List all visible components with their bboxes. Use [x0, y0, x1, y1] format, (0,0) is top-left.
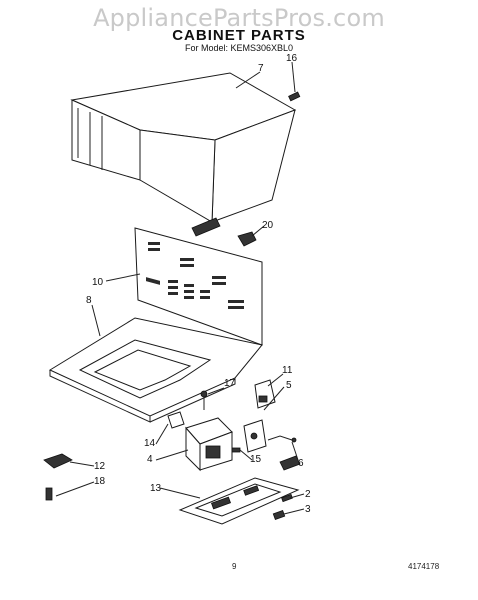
callout-10: 10: [92, 277, 104, 288]
callout-4: 4: [147, 454, 153, 465]
clip-part-2[interactable]: [281, 493, 293, 503]
switch-part-11[interactable]: [254, 379, 276, 409]
callout-11: 11: [282, 365, 293, 376]
cabinet-wrapper-part[interactable]: [70, 72, 297, 237]
clip-part-20[interactable]: [237, 231, 257, 247]
screw-part-17[interactable]: [200, 390, 208, 410]
clip-part-3[interactable]: [272, 509, 286, 521]
watermark: AppliancePartsPros.com: [93, 4, 385, 32]
transformer-part-4[interactable]: [185, 417, 233, 472]
screw-part-16[interactable]: [288, 91, 301, 102]
callout-20: 20: [262, 220, 274, 231]
bracket-part-15[interactable]: [231, 447, 241, 453]
base-tray-part-13[interactable]: [178, 455, 301, 525]
screw-part-18[interactable]: [45, 487, 53, 501]
callout-3: 3: [305, 504, 311, 515]
callout-14: 14: [144, 438, 156, 449]
callout-13: 13: [150, 483, 162, 494]
interlock-part-5[interactable]: [243, 419, 267, 453]
capacitor-part-14[interactable]: [167, 411, 185, 429]
callout-5: 5: [286, 380, 292, 391]
callout-8: 8: [86, 295, 92, 306]
back-panel-vents: [148, 242, 244, 309]
callout-12: 12: [94, 461, 106, 472]
base-plate-part[interactable]: [48, 317, 263, 423]
leader-lines: [55, 61, 305, 515]
document-number: 4174178: [408, 562, 440, 571]
foot-part-12[interactable]: [43, 453, 73, 469]
callout-6: 6: [298, 458, 304, 469]
callout-18: 18: [94, 476, 106, 487]
harness-part-6[interactable]: [267, 435, 297, 443]
model-subtitle: For Model: KEMS306XBL0: [184, 43, 294, 53]
callout-16: 16: [286, 53, 298, 64]
page-number: 9: [232, 562, 237, 571]
callout-17: 17: [224, 378, 236, 389]
callout-15: 15: [250, 454, 262, 465]
callout-labels: 16 7 20 10 8 11 17 5 14 4 15 6 12 18 13 …: [86, 53, 311, 515]
diagram-title: CABINET PARTS: [172, 27, 306, 44]
callout-7: 7: [258, 63, 264, 74]
callout-2: 2: [305, 489, 311, 500]
